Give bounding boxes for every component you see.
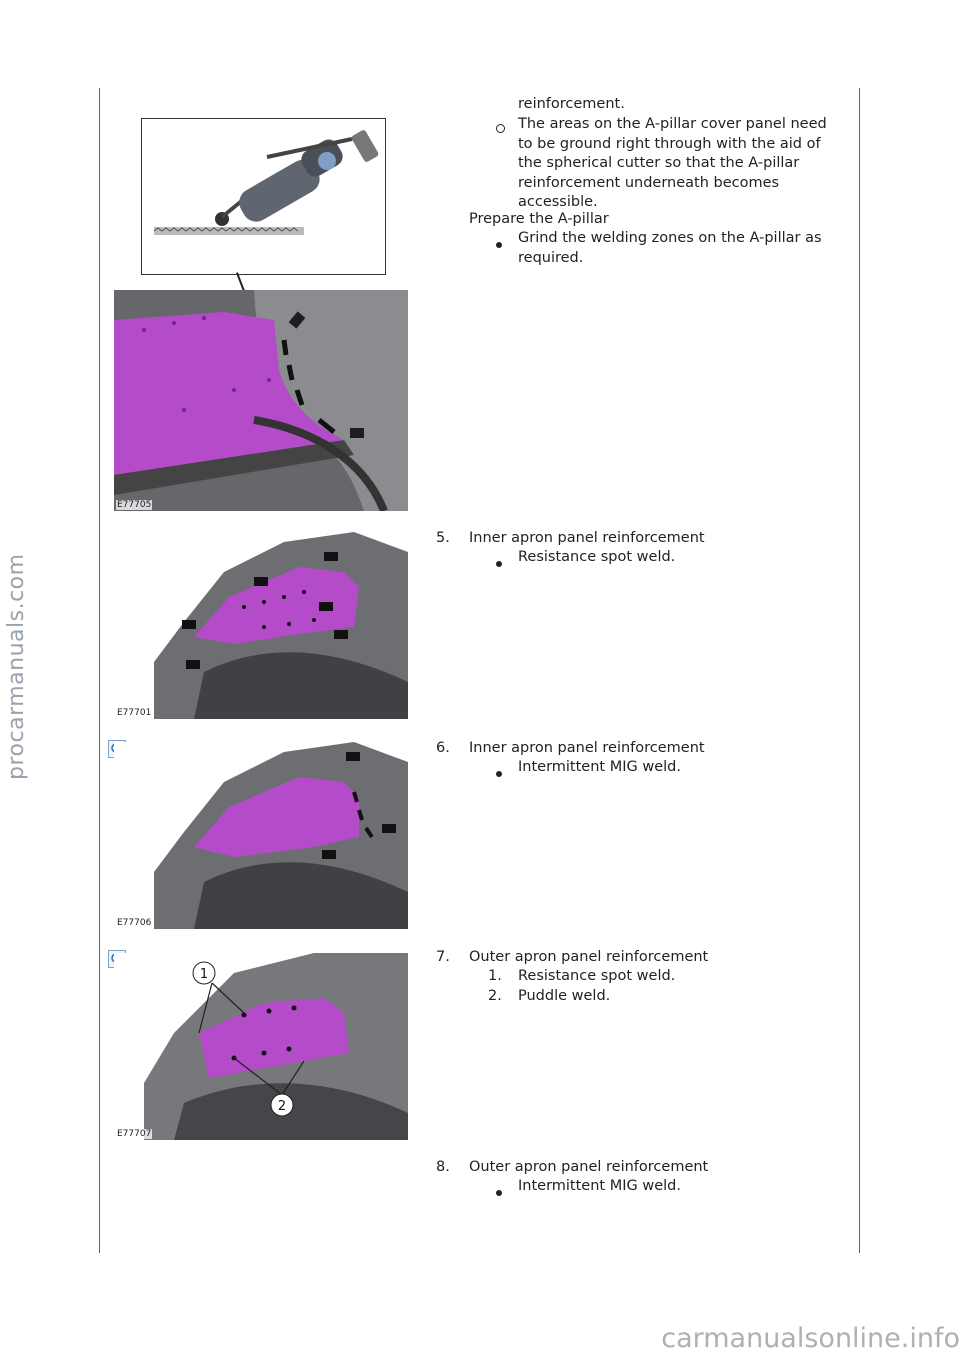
bullet-icon	[496, 235, 512, 255]
item-text: Intermittent MIG weld.	[518, 759, 681, 775]
callout-1: 1	[200, 967, 208, 982]
continued-text: reinforcement.	[518, 96, 625, 112]
circle-bullet-icon	[496, 120, 512, 140]
item-text: Intermittent MIG weld.	[518, 1178, 681, 1194]
figure-inner-apron-spot: E77701	[114, 532, 408, 719]
right-margin-rule	[859, 88, 860, 1253]
inner-apron-mig-illustration	[114, 742, 408, 929]
step-number: 7.	[436, 949, 450, 965]
item-text: Puddle weld.	[518, 988, 611, 1004]
prepare-item-line: Grind the welding zones on the A-pillar …	[518, 230, 822, 246]
grinder-inset	[141, 118, 386, 275]
bottom-watermark: carmanualsonline.info	[661, 1323, 960, 1354]
left-margin-rule	[99, 88, 100, 1253]
side-watermark: procarmanuals.com	[4, 553, 29, 780]
circle-item-line: accessible.	[518, 194, 598, 210]
a-pillar-illustration	[114, 290, 408, 511]
callout-2: 2	[278, 1099, 286, 1114]
figure-code: E77701	[116, 708, 153, 718]
prepare-item-line: required.	[518, 249, 584, 266]
inner-apron-illustration	[114, 532, 408, 719]
figure-code: E77705	[116, 500, 153, 510]
prepare-heading: Prepare the A-pillar	[469, 211, 609, 227]
figure-code: E77707	[116, 1129, 153, 1139]
outer-apron-illustration: 1 2	[114, 953, 408, 1140]
step-number: 8.	[436, 1159, 450, 1175]
circle-item-line: The areas on the A-pillar cover panel ne…	[518, 116, 827, 132]
figure-outer-apron: 1 2 E77707	[114, 953, 408, 1140]
item-text: Resistance spot weld.	[518, 968, 676, 984]
figure-code: E77706	[116, 918, 153, 928]
circle-item-line: reinforcement underneath becomes	[518, 174, 780, 191]
figure-a-pillar: E77705	[114, 290, 408, 511]
circle-item-line: to be ground right through with the aid …	[518, 135, 821, 152]
step-number: 6.	[436, 740, 450, 756]
bullet-icon	[496, 1183, 512, 1203]
circle-item-line: the spherical cutter so that the A-pilla…	[518, 155, 800, 171]
step-title: Inner apron panel reinforcement	[469, 530, 705, 546]
step-title: Outer apron panel reinforcement	[469, 1159, 709, 1175]
step-title: Inner apron panel reinforcement	[469, 740, 705, 756]
bullet-icon	[496, 764, 512, 784]
item-text: Resistance spot weld.	[518, 549, 676, 565]
bullet-icon	[496, 554, 512, 574]
item-number: 2.	[488, 988, 502, 1004]
step-number: 5.	[436, 530, 450, 546]
figure-inner-apron-mig: E77706	[114, 742, 408, 929]
step-title: Outer apron panel reinforcement	[469, 949, 709, 965]
item-number: 1.	[488, 968, 502, 984]
die-grinder-illustration	[153, 130, 379, 235]
